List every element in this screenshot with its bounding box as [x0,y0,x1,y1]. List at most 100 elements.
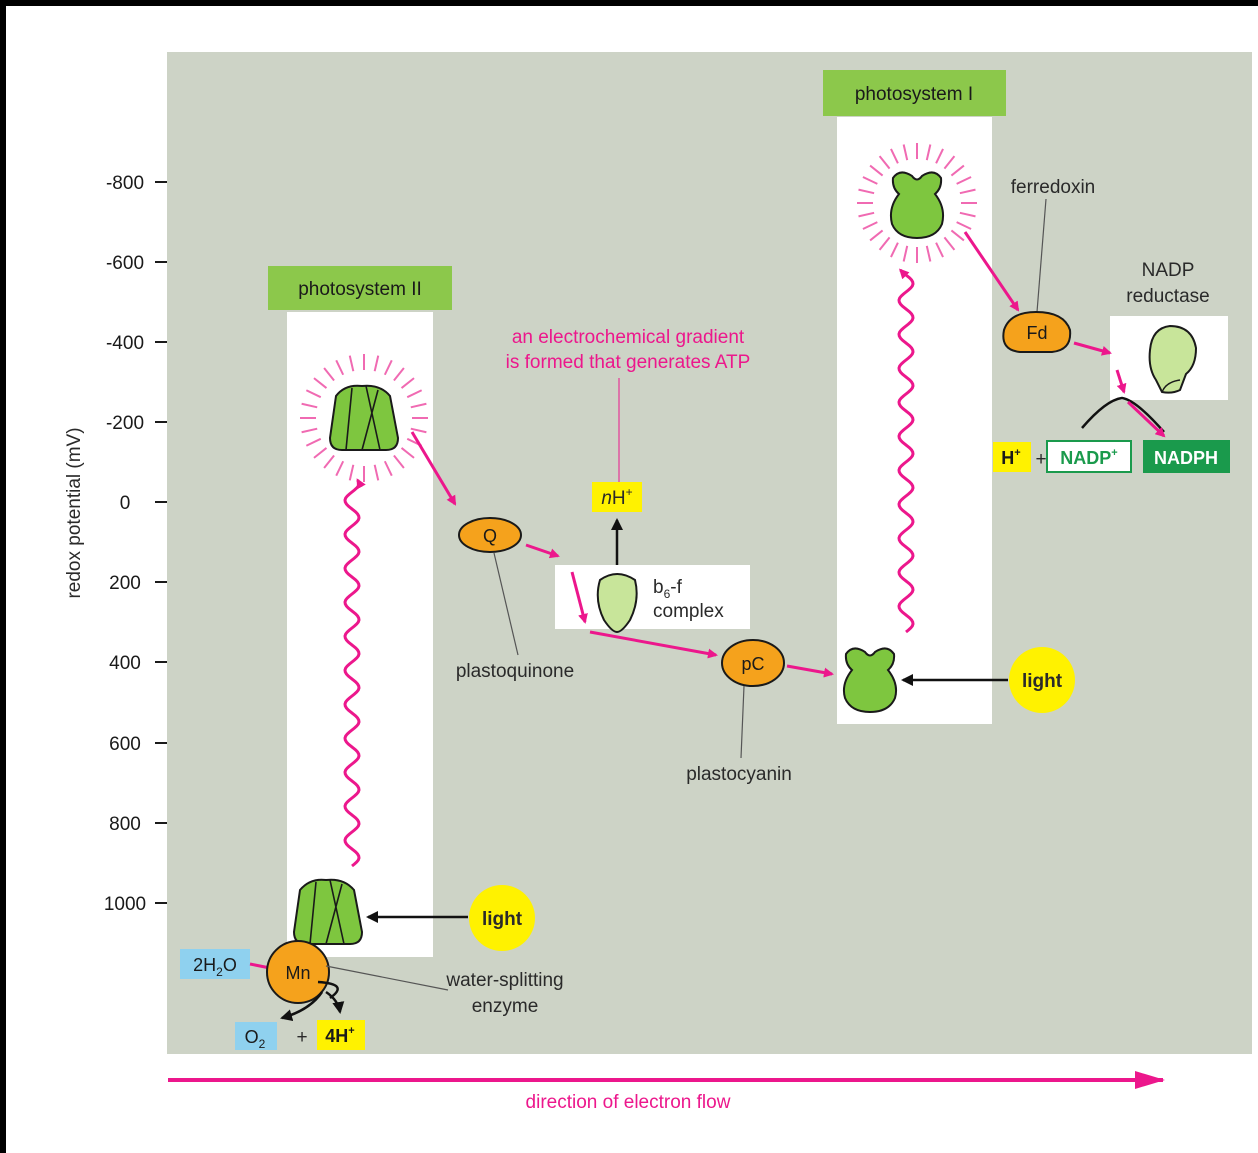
psi-ground-protein [842,647,898,714]
water-sub: 2 [216,965,223,979]
arrow-fd-to-reductase [1073,341,1112,356]
excitation-ray [956,221,972,230]
water-splitting-line1: water-splitting [445,970,563,991]
excitation-ray [305,389,322,399]
plastocyanin-leader [740,685,745,759]
tick-label: -200 [106,413,144,434]
plus-sign-o2: + [296,1027,307,1048]
excitation-ray [950,164,965,177]
pc-label: pC [741,654,764,674]
proton-box [592,482,642,512]
gradient-text-line1: an electrochemical gradient [512,327,745,348]
arrow-psi-to-fd [963,231,1020,312]
light-psii: light [469,885,535,951]
h-text: H [1001,448,1014,468]
excitation-ray [393,367,405,382]
proton-n: n [601,488,612,509]
excitation-ray [943,236,956,251]
excitation-ray [890,148,899,164]
excitation-ray [862,176,878,185]
photosystem-i-label: photosystem I [855,84,973,105]
four-h-label: 4H+ [325,1025,354,1046]
h-plus-box [993,442,1031,472]
nadph-label: NADPH [1154,448,1218,468]
four-h-box [317,1020,365,1050]
plastoquinone-leader [493,552,519,656]
excitation-ray [858,211,875,218]
excitation-ray [373,464,380,481]
tick-label: -400 [106,333,144,354]
nadp-reductase-line2: reductase [1126,286,1209,307]
excitation-ray [348,464,355,481]
excitation-ray [950,229,965,242]
excitation-ray [301,427,318,434]
excitation-ray [925,245,932,262]
excitation-ray [925,144,932,161]
water-box [180,949,250,979]
arrow-to-o2 [280,991,324,1022]
water-2h: 2H [193,955,216,975]
excitation-ray [902,245,909,262]
mn-enzyme: Mn [266,940,330,1004]
psi-excited-protein [889,171,945,240]
excitation-ray [943,155,956,170]
excitation-ray [878,155,891,170]
proton-plus: + [626,485,633,499]
water-o: O [223,955,237,975]
ferredoxin-label: ferredoxin [1011,177,1096,198]
nadp-reductase-protein [1148,324,1198,394]
excitation-ray [301,402,318,409]
excitation-ray [305,437,322,447]
y-axis-tick-marks [155,181,167,904]
excitation-ray [383,359,393,376]
photosystem-i-label-box [823,70,1006,116]
tick-label: -800 [106,173,144,194]
excitation-ray [869,164,884,177]
tick-label: 400 [109,653,141,674]
electron-flow-label: direction of electron flow [526,1092,731,1113]
water-label: 2H2O [193,955,237,979]
nadph-box [1143,440,1230,473]
b6f-b: b [653,577,664,598]
fd-label: Fd [1026,323,1047,343]
excitation-ray [406,389,423,399]
gradient-text-line2: is formed that generates ATP [506,352,751,373]
h-sup: + [1014,447,1020,459]
water-splitting-leader [325,965,449,991]
excitation-ray [410,402,427,409]
excitation-ray [410,427,427,434]
excitation-ray [935,242,944,258]
excitation-ray [323,454,335,469]
photosystem-ii-label: photosystem II [298,279,422,300]
o-sub: 2 [259,1037,266,1051]
excitation-ray [383,460,393,477]
four-h-text: 4H [325,1026,348,1046]
nadp-text: NADP [1060,448,1111,468]
light-psi-label: light [1022,671,1063,692]
mn-curl [317,980,339,1000]
excitation-ray [959,211,976,218]
nadp-reductase-line1: NADP [1142,260,1195,281]
o2-box [235,1022,277,1050]
excitation-ray [869,229,884,242]
excitation-ray [313,377,328,389]
nadp-label: NADP+ [1060,447,1117,468]
excitation-ray [335,460,345,477]
arrow-into-reductase [1115,369,1127,394]
tick-label: 800 [109,814,141,835]
four-h-sup: + [348,1025,354,1037]
b6f-sub: 6 [664,587,671,601]
arrow-to-4h [325,990,345,1014]
y-axis-ticks: -800 -600 -400 -200 0 200 400 600 800 10… [104,173,146,915]
psi-light-excitation-wave [897,268,915,634]
excitation-ray [373,355,380,372]
proton-label: nH+ [601,485,632,509]
plastocyanin-pc: pC [721,639,785,687]
psii-ground-protein [292,878,364,945]
arrow-psii-to-q [410,431,457,506]
o2-label: O2 [245,1027,266,1051]
h-plus-label: H+ [1001,447,1020,468]
ferredoxin-leader [1036,198,1047,313]
tick-label: -600 [106,253,144,274]
